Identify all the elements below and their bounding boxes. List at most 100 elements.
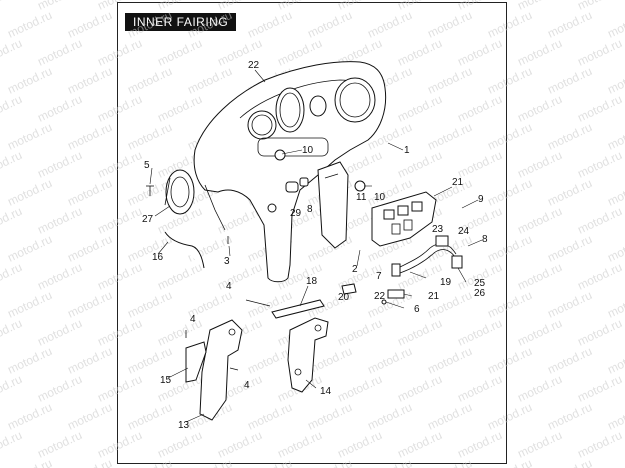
watermark-text: motod.ru (5, 344, 54, 377)
watermark-text: motod.ru (575, 92, 624, 125)
watermark-text: motod.ru (35, 260, 84, 293)
callout-23: 23 (432, 224, 444, 235)
watermark-text: motod.ru (125, 456, 174, 468)
watermark-text: motod.ru (65, 120, 114, 153)
watermark-text: motod.ru (125, 120, 174, 153)
watermark-text: motod.ru (485, 288, 534, 321)
watermark-text: motod.ru (95, 148, 144, 181)
watermark-text: motod.ru (545, 120, 594, 153)
watermark-text: motod.ru (335, 372, 384, 405)
watermark-text: motod.ru (395, 428, 444, 461)
watermark-text: motod.ru (335, 316, 384, 349)
watermark-text: motod.ru (425, 120, 474, 153)
callout-29: 29 (290, 208, 302, 219)
watermark-text: motod.ru (395, 92, 444, 125)
watermark-text: motod.ru (245, 456, 294, 468)
watermark-text: motod.ru (515, 372, 564, 405)
watermark-text: motod.ru (515, 92, 564, 125)
watermark-text: motod.ru (485, 456, 534, 468)
watermark-text: motod.ru (545, 344, 594, 377)
callout-13: 13 (178, 420, 190, 431)
watermark-text: motod.ru (0, 428, 24, 461)
watermark-text: motod.ru (485, 400, 534, 433)
watermark-text: motod.ru (35, 428, 84, 461)
watermark-text: motod.ru (545, 400, 594, 433)
callout-2: 2 (352, 264, 358, 275)
watermark-text: motod.ru (5, 288, 54, 321)
watermark-text: motod.ru (485, 344, 534, 377)
callout-7: 7 (376, 271, 382, 282)
watermark-text: motod.ru (395, 148, 444, 181)
watermark-text: motod.ru (455, 316, 504, 349)
watermark-text: motod.ru (575, 260, 624, 293)
watermark-text: motod.ru (335, 428, 384, 461)
watermark-text: motod.ru (245, 288, 294, 321)
watermark-text: motod.ru (545, 288, 594, 321)
bracket-bar-part (245, 299, 325, 319)
watermark-text: motod.ru (155, 36, 204, 69)
callout-labels: 22 1 10 5 21 29 8 11 10 9 27 23 24 8 16 … (142, 60, 488, 431)
watermark-text: motod.ru (215, 260, 264, 293)
watermark-text: motod.ru (65, 232, 114, 265)
callout-16: 22 (248, 60, 260, 71)
watermark-text: motod.ru (125, 400, 174, 433)
callout-18: 18 (306, 276, 318, 287)
watermark-text: motod.ru (65, 8, 114, 41)
watermark-text: motod.ru (155, 92, 204, 125)
watermark-text: motod.ru (575, 428, 624, 461)
watermark-text: motod.ru (65, 400, 114, 433)
watermark-text: motod.ru (0, 260, 24, 293)
watermark-text: motod.ru (545, 176, 594, 209)
callout-3: 3 (224, 256, 230, 267)
watermark-text: motod.ru (35, 204, 84, 237)
watermark-text: motod.ru (0, 148, 24, 181)
watermark-text: motod.ru (395, 372, 444, 405)
watermark-text: motod.ru (515, 148, 564, 181)
watermark-text: motod.ru (185, 8, 234, 41)
watermark-text: motod.ru (575, 36, 624, 69)
callout-24: 24 (458, 226, 470, 237)
watermark-text: motod.ru (185, 64, 234, 97)
watermark-text: motod.ru (395, 260, 444, 293)
watermark-text: motod.ru (5, 8, 54, 41)
watermark-text: motod.ru (65, 344, 114, 377)
watermark-text: motod.ru (605, 120, 625, 153)
watermark-text: motod.ru (245, 8, 294, 41)
watermark-text: motod.ru (485, 176, 534, 209)
callout-10-a: 10 (302, 145, 314, 156)
watermark-text: motod.ru (485, 64, 534, 97)
watermark-text: motod.ru (305, 400, 354, 433)
callout-8-a: 8 (307, 204, 313, 215)
watermark-text: motod.ru (245, 344, 294, 377)
watermark-text: motod.ru (365, 456, 414, 468)
watermark-text: motod.ru (95, 204, 144, 237)
watermark-text: motod.ru (605, 288, 625, 321)
callout-9: 9 (478, 194, 484, 205)
callout-4-c: 4 (244, 380, 250, 391)
callout-25: 25 (474, 278, 486, 289)
connector-parts (227, 177, 366, 244)
watermark-text: motod.ru (605, 232, 625, 265)
callout-15: 21 (452, 177, 464, 188)
watermark-text: motod.ru (485, 120, 534, 153)
watermark-text: motod.ru (65, 288, 114, 321)
watermark-text: motod.ru (575, 148, 624, 181)
watermark-text: motod.ru (455, 372, 504, 405)
watermark-text: motod.ru (5, 176, 54, 209)
watermark-text: motod.ru (545, 456, 594, 468)
callout-14: 14 (320, 386, 332, 397)
watermark-text: motod.ru (305, 8, 354, 41)
wiring-harness-part (391, 235, 463, 277)
watermark-text: motod.ru (605, 64, 625, 97)
watermark-text: motod.ru (65, 456, 114, 468)
watermark-text: motod.ru (35, 372, 84, 405)
callout-12: 16 (152, 252, 164, 263)
watermark-text: motod.ru (125, 8, 174, 41)
mount-bracket-part (287, 317, 329, 393)
watermark-text: motod.ru (125, 232, 174, 265)
watermark-text: motod.ru (125, 288, 174, 321)
watermark-text: motod.ru (0, 92, 24, 125)
watermark-text: motod.ru (515, 316, 564, 349)
watermark-text: motod.ru (425, 456, 474, 468)
